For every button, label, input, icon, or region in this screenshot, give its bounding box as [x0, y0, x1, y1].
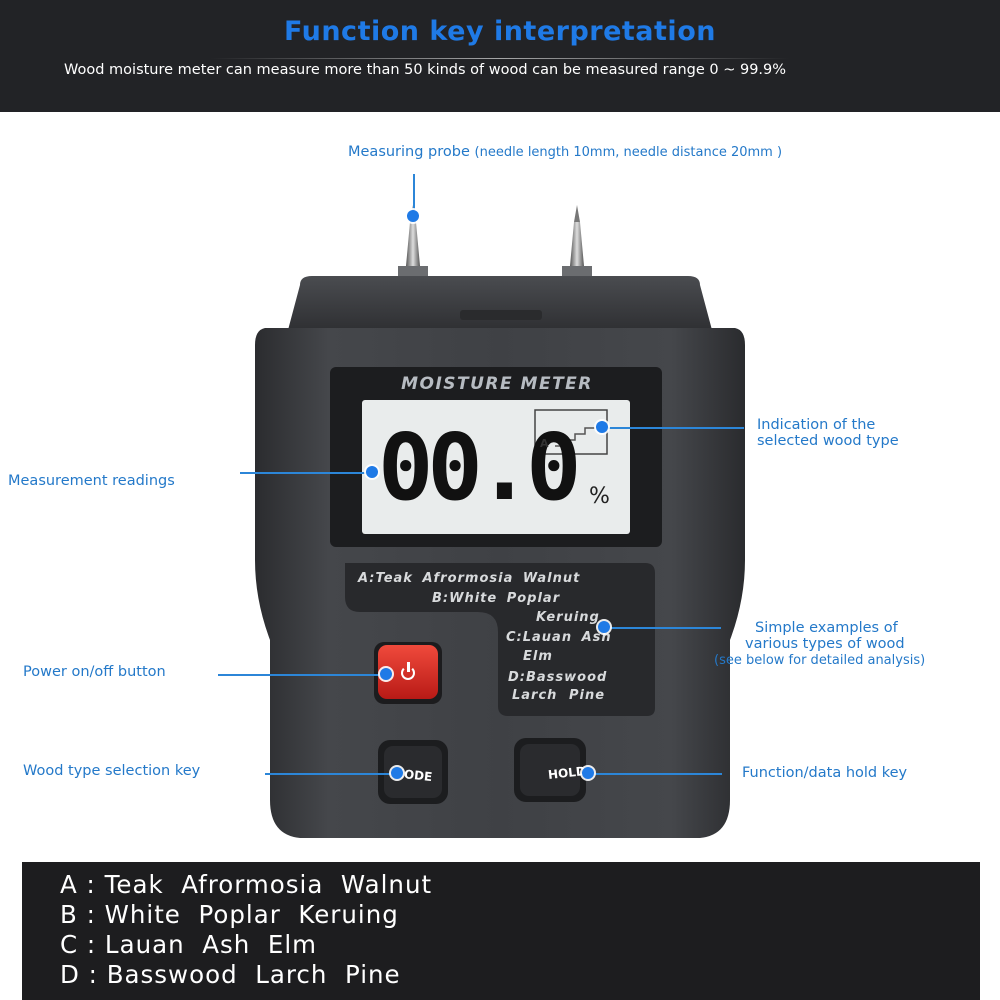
wood-type-legend: A : Teak Afrormosia Walnut B : White Pop…	[22, 862, 980, 1000]
lcd-wood-letter: A	[540, 437, 549, 450]
lcd-screen	[362, 400, 630, 534]
wood-type-leader-line	[604, 427, 744, 429]
wood-type-indicator	[534, 409, 608, 455]
power-icon-stem	[407, 662, 410, 672]
legend-row-d: D : Basswood Larch Pine	[60, 960, 401, 989]
readings-marker-dot	[366, 466, 378, 478]
header-banner: Function key interpretation Wood moistur…	[0, 0, 1000, 112]
probe-callout: Measuring probe (needle length 10mm, nee…	[348, 144, 782, 160]
hold-key-leader-line	[592, 773, 722, 775]
power-icon	[401, 666, 415, 680]
panel-line-c: C:Lauan Ash	[506, 630, 612, 645]
mode-key-leader-line	[265, 773, 395, 775]
probe-marker-dot	[407, 210, 419, 222]
readings-leader-line	[240, 472, 370, 474]
power-marker-dot	[380, 668, 392, 680]
panel-line-d: D:Basswood	[508, 670, 608, 685]
examples-callout-3: (see below for detailed analysis)	[714, 653, 926, 668]
power-leader-line	[218, 674, 382, 676]
readings-callout: Measurement readings	[8, 473, 175, 489]
probe-leader-line	[413, 174, 415, 214]
mode-key-callout: Wood type selection key	[23, 763, 201, 779]
mode-key-marker-dot	[391, 767, 403, 779]
hold-key-callout: Function/data hold key	[742, 765, 908, 781]
examples-callout-1: Simple examples of	[755, 620, 898, 636]
panel-line-b: B:White Poplar	[432, 591, 561, 606]
wood-type-panel	[345, 563, 655, 716]
panel-line-c2: Elm	[523, 649, 553, 664]
device-brand-label: MOISTURE METER	[401, 374, 593, 394]
legend-row-c: C : Lauan Ash Elm	[60, 930, 318, 959]
title-divider	[210, 58, 790, 59]
examples-callout-2: various types of wood	[745, 636, 905, 652]
examples-marker-dot	[598, 621, 610, 633]
power-callout: Power on/off button	[23, 664, 166, 680]
examples-leader-line	[606, 627, 721, 629]
wood-type-callout-1: Indication of the	[757, 417, 876, 433]
page-subtitle: Wood moisture meter can measure more tha…	[64, 62, 787, 78]
legend-row-b: B : White Poplar Keruing	[60, 900, 399, 929]
wood-type-marker-dot	[596, 421, 608, 433]
reading-value: 00.0	[378, 414, 582, 521]
panel-line-b2: Keruing	[536, 610, 600, 625]
probe-needles	[398, 205, 592, 278]
lcd-unit: %	[589, 484, 610, 509]
panel-line-d2: Larch Pine	[512, 688, 606, 703]
device-top-cap	[288, 276, 712, 330]
probe-callout-main: Measuring probe	[348, 144, 470, 160]
legend-row-a: A : Teak Afrormosia Walnut	[60, 870, 433, 899]
probe-callout-detail: (needle length 10mm, needle distance 20m…	[474, 145, 783, 160]
panel-line-a: A:Teak Afrormosia Walnut	[358, 571, 581, 586]
lcd-reading: 00.0	[378, 418, 582, 518]
wood-type-callout-2: selected wood type	[757, 433, 899, 449]
page-title: Function key interpretation	[284, 16, 716, 47]
hold-key-marker-dot	[582, 767, 594, 779]
